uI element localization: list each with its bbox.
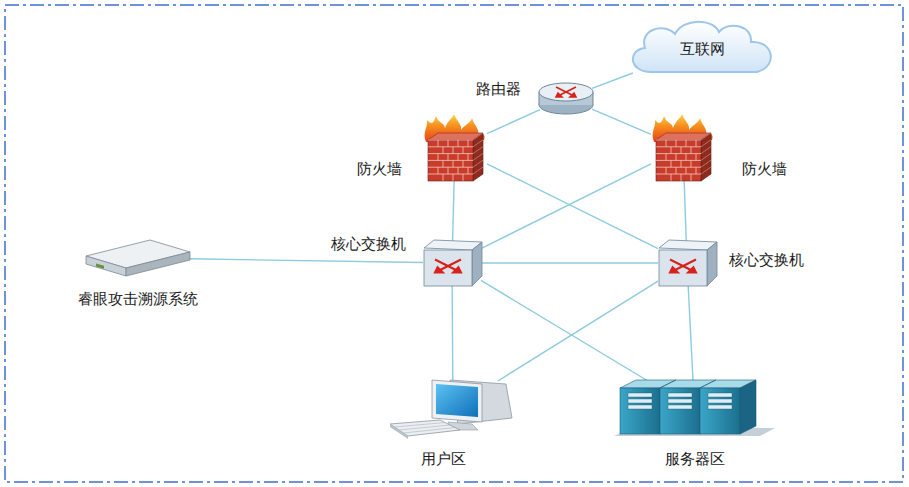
network-node: 服务器区: [612, 378, 777, 440]
network-node: 睿眼攻击溯源系统: [84, 238, 192, 278]
network-link: [684, 179, 686, 241]
appliance-icon: [84, 238, 192, 278]
network-node: 互联网: [625, 18, 780, 76]
computer-icon: [388, 378, 518, 440]
node-label: 用户区: [421, 450, 466, 468]
node-label: 路由器: [476, 80, 521, 98]
switch-icon: [655, 238, 719, 288]
network-node: 路由器: [537, 80, 595, 116]
network-node: 核心交换机: [655, 238, 719, 288]
firewall-icon: [420, 114, 490, 182]
server-rack-icon: [612, 378, 777, 440]
network-node: 防火墙: [648, 114, 718, 182]
network-link: [189, 259, 423, 263]
network-node: 用户区: [388, 378, 518, 440]
network-link: [481, 164, 651, 249]
network-node: 核心交换机: [420, 238, 484, 288]
network-link: [481, 262, 658, 263]
network-link: [688, 285, 693, 381]
network-node: 防火墙: [420, 114, 490, 182]
node-label: 睿眼攻击溯源系统: [78, 290, 198, 308]
node-label: 核心交换机: [331, 235, 406, 253]
network-link: [481, 280, 648, 381]
node-label: 服务器区: [665, 450, 725, 468]
network-link: [498, 281, 658, 381]
node-label: 核心交换机: [729, 251, 804, 269]
node-label: 防火墙: [742, 160, 787, 178]
network-link: [487, 110, 540, 134]
network-link: [592, 109, 651, 134]
node-label: 互联网: [680, 40, 725, 58]
network-link: [592, 73, 633, 88]
network-link: [487, 164, 658, 249]
node-label: 防火墙: [357, 160, 402, 178]
network-link: [453, 179, 455, 241]
router-icon: [537, 80, 595, 116]
firewall-icon: [648, 114, 718, 182]
switch-icon: [420, 238, 484, 288]
network-link: [451, 285, 453, 381]
